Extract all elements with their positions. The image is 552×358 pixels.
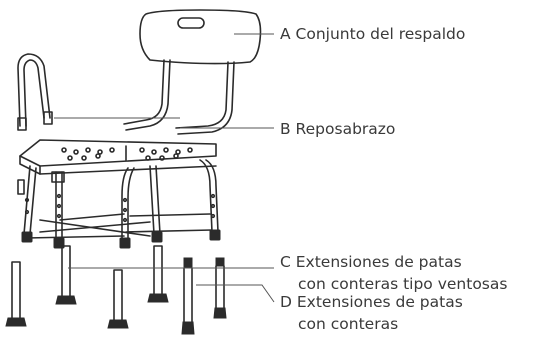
leg-extensions-caps <box>181 257 227 335</box>
frame <box>17 159 221 249</box>
leg-extensions-suction <box>5 245 169 329</box>
label-cap-extensions-line2: con conteras <box>298 315 399 333</box>
label-cap-extensions-line1: D Extensiones de patas <box>280 293 463 311</box>
label-suction-extensions-line1: C Extensiones de patas <box>280 253 462 271</box>
armrest <box>17 53 53 131</box>
label-armrest: B Reposabrazo <box>280 120 396 138</box>
backrest-assembly <box>123 9 262 135</box>
seat-drain-holes <box>61 147 193 161</box>
label-suction-extensions-line2: con conteras tipo ventosas <box>298 275 508 293</box>
label-backrest-assembly: A Conjunto del respaldo <box>280 25 466 43</box>
leader-lines <box>54 33 275 303</box>
seat <box>19 139 217 175</box>
